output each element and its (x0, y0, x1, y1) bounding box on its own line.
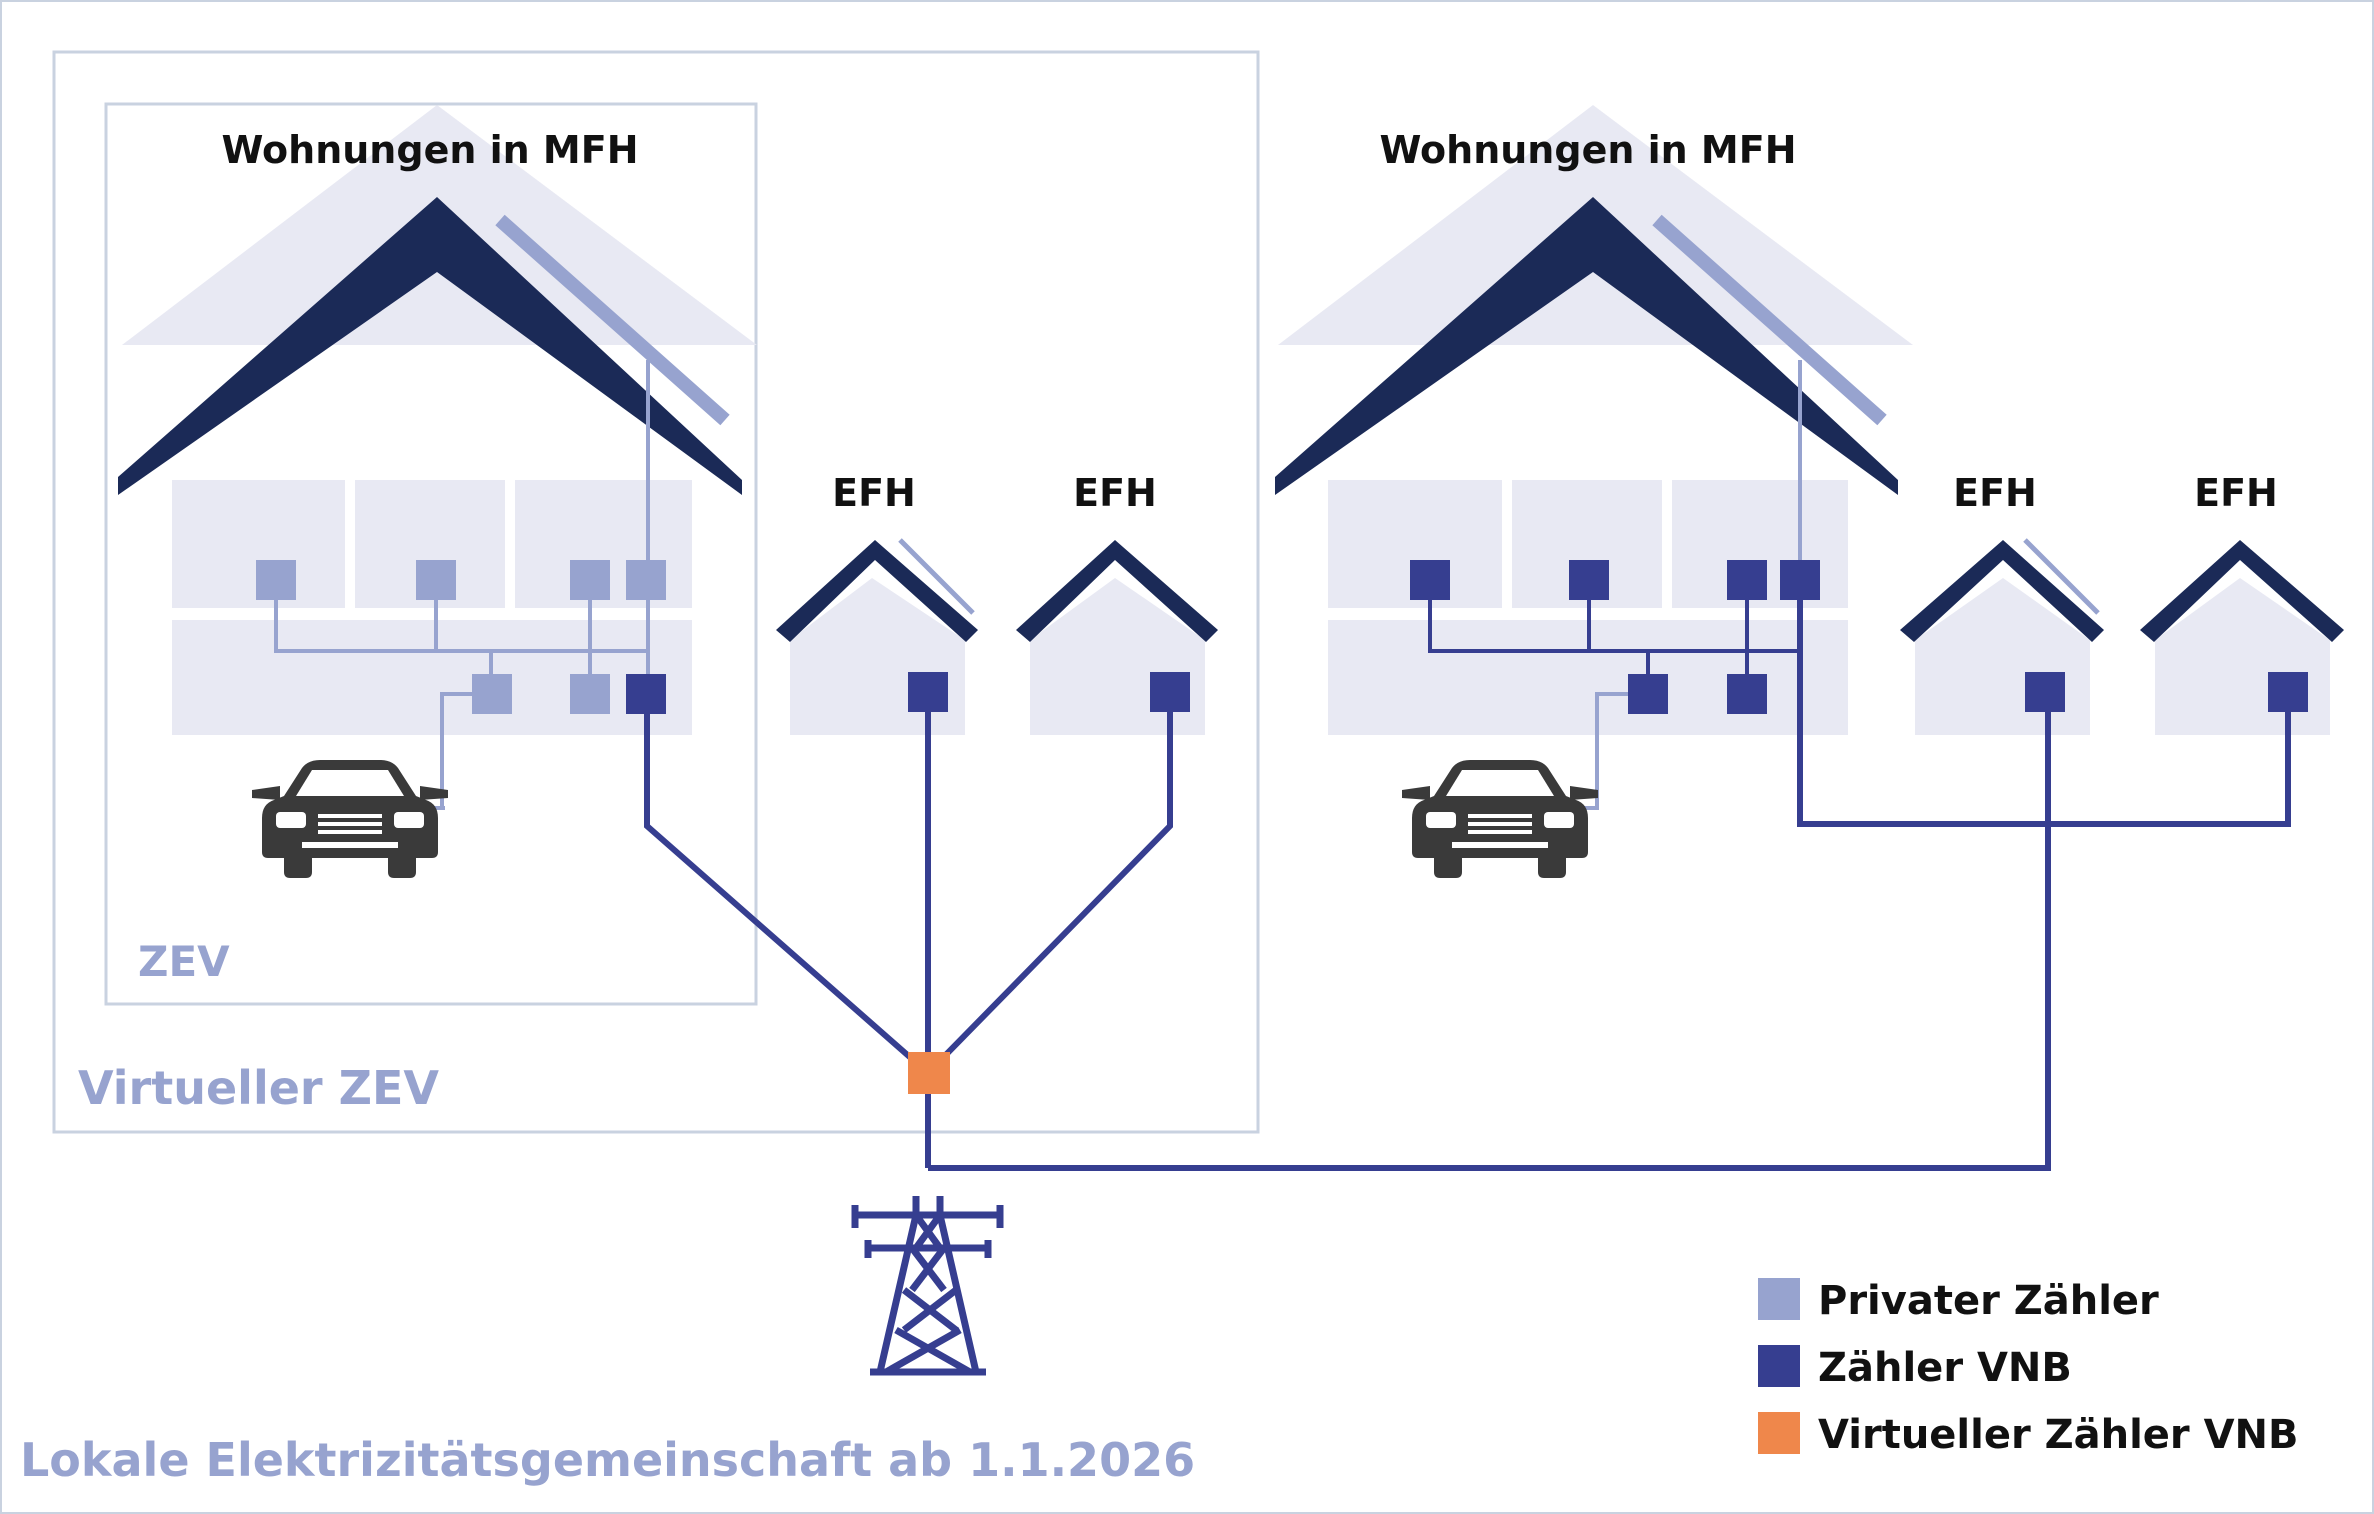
other-mfh-house (1275, 105, 1913, 735)
vnb-meter (1410, 560, 1450, 600)
vnb-meter (2268, 672, 2308, 712)
legend-swatch-virtual (1758, 1412, 1800, 1454)
footer-title: Lokale Elektrizitätsgemeinschaft ab 1.1.… (20, 1433, 1195, 1487)
zev-meters (256, 560, 666, 714)
legend: Privater Zähler Zähler VNB Virtueller Zä… (1758, 1278, 2299, 1458)
vnb-meter (1150, 672, 1190, 712)
zev-frame (104, 102, 758, 1006)
other-efh-2 (2140, 540, 2344, 735)
private-meter (416, 560, 456, 600)
zev-efh-2 (1016, 540, 1218, 735)
virtual-meter (908, 1052, 950, 1094)
solar-panel-icon (898, 538, 975, 615)
vnb-meter (1628, 674, 1668, 714)
private-meter (256, 560, 296, 600)
vnb-meter (1569, 560, 1609, 600)
legend-swatch-private (1758, 1278, 1800, 1320)
vnb-meter (1780, 560, 1820, 600)
other-efh2-title: EFH (2194, 471, 2278, 515)
vnb-meter (1727, 674, 1767, 714)
private-meter (570, 560, 610, 600)
car-icon (1402, 760, 1598, 878)
zev-label: ZEV (138, 937, 230, 986)
other-efh-1 (1900, 538, 2104, 735)
zev-mfh-house (118, 105, 757, 735)
other-meters (1410, 560, 1820, 714)
virtual-zev-frame (52, 50, 1260, 1134)
vnb-meter (1727, 560, 1767, 600)
other-efh1-title: EFH (1953, 471, 2037, 515)
private-meter (570, 674, 610, 714)
zev-mfh-title: Wohnungen in MFH (221, 128, 638, 172)
zev-efh-1 (776, 538, 978, 735)
other-mfh-title: Wohnungen in MFH (1379, 128, 1796, 172)
zev-efh2-title: EFH (1073, 471, 1157, 515)
legend-label-vnb: Zähler VNB (1818, 1345, 2072, 1391)
vnb-meter (2025, 672, 2065, 712)
car-icon (252, 760, 448, 878)
solar-panel-icon (495, 214, 730, 426)
power-pylon-icon (851, 1196, 1004, 1376)
vnb-meter (626, 674, 666, 714)
legend-swatch-vnb (1758, 1345, 1800, 1387)
zev-efh1-title: EFH (832, 471, 916, 515)
legend-label-virtual: Virtueller Zähler VNB (1818, 1412, 2299, 1458)
private-meter (626, 560, 666, 600)
virtual-zev-label: Virtueller ZEV (78, 1061, 439, 1115)
solar-panel-icon (2023, 538, 2100, 615)
legend-label-private: Privater Zähler (1818, 1278, 2159, 1324)
private-meter (472, 674, 512, 714)
grid-connections (644, 600, 2291, 1171)
vnb-meter (908, 672, 948, 712)
solar-panel-icon (1652, 214, 1887, 426)
